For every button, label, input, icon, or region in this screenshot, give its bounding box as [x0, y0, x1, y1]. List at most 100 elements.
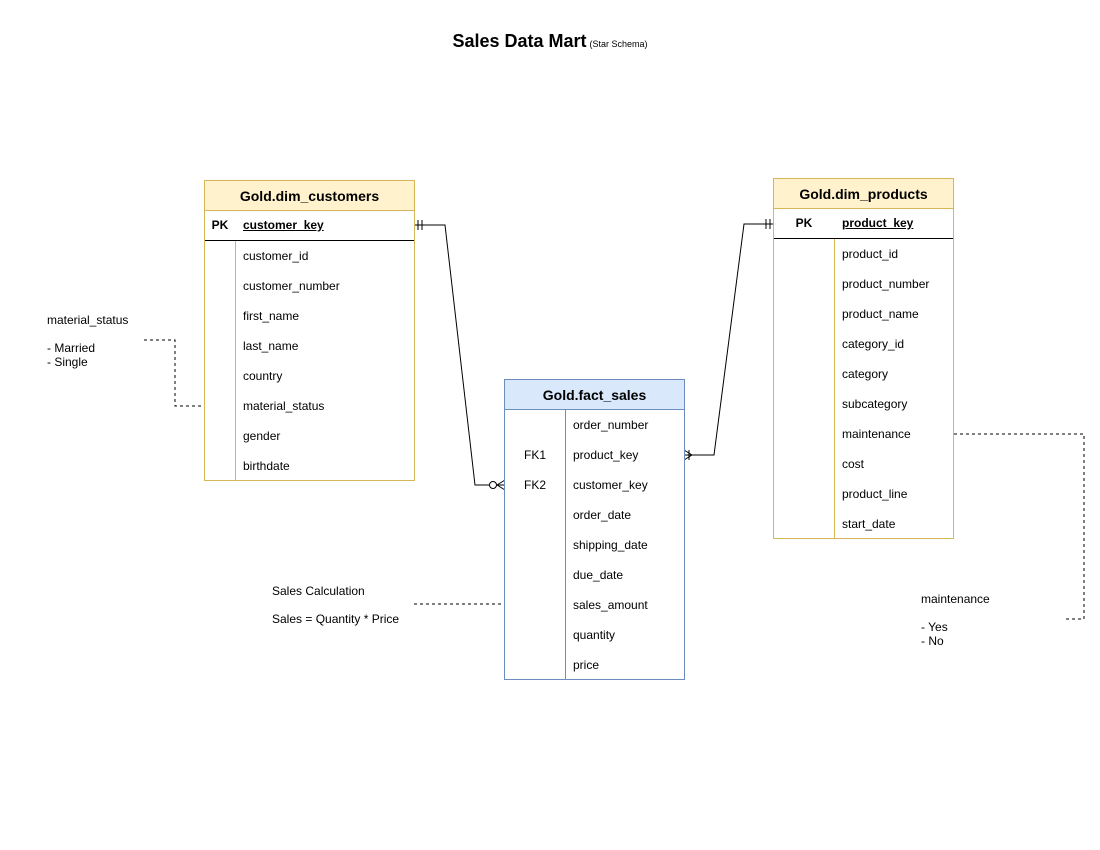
field-name: product_key — [573, 448, 639, 462]
table-row: product_number — [774, 269, 953, 299]
pk-label: PK — [211, 218, 229, 232]
fact-zero-mark — [489, 481, 497, 489]
dim-products-pk-row: PK product_key — [774, 209, 953, 239]
table-row: material_status — [205, 391, 414, 421]
field-name: product_number — [842, 277, 930, 291]
field-name: product_line — [842, 487, 908, 501]
material-status-note: material_status - Married - Single — [47, 313, 128, 369]
table-row: shipping_date — [505, 530, 684, 560]
field-name: order_number — [573, 418, 649, 432]
table-row: sales_amount — [505, 590, 684, 620]
fact-sales-table[interactable]: Gold.fact_sales order_number FK1 product_… — [504, 379, 685, 680]
table-row: cost — [774, 449, 953, 479]
column-divider — [834, 239, 835, 539]
diagram-title-sub: (Star Schema) — [589, 39, 648, 49]
field-name: sales_amount — [573, 598, 648, 612]
table-row: product_line — [774, 479, 953, 509]
table-row: customer_id — [205, 241, 414, 271]
field-name: first_name — [243, 309, 300, 323]
note-formula: Sales = Quantity * Price — [272, 612, 400, 626]
pk-field: product_key — [842, 216, 914, 230]
fact-sales-header: Gold.fact_sales — [505, 380, 684, 410]
field-name: customer_number — [243, 279, 340, 293]
key-label: FK1 — [523, 448, 546, 462]
field-name: quantity — [573, 628, 616, 642]
note-title: Sales Calculation — [272, 584, 365, 598]
field-name: subcategory — [842, 397, 908, 411]
table-row: subcategory — [774, 389, 953, 419]
dim-products-table[interactable]: Gold.dim_products PK product_key product… — [773, 178, 954, 539]
field-name: gender — [243, 429, 281, 443]
field-name: product_name — [842, 307, 919, 321]
table-row: product_name — [774, 299, 953, 329]
table-row: start_date — [774, 509, 953, 539]
table-row: quantity — [505, 620, 684, 650]
field-name: cost — [842, 457, 865, 471]
key-label: FK2 — [523, 478, 546, 492]
dim-products-fields: product_id product_number product_name c… — [774, 239, 953, 539]
note-item: - Married — [47, 341, 96, 355]
table-row: price — [505, 650, 684, 680]
dim-customers-table[interactable]: Gold.dim_customers PK customer_key custo… — [204, 180, 415, 481]
table-row: category_id — [774, 329, 953, 359]
dim-customers-header: Gold.dim_customers — [205, 181, 414, 211]
note-title: material_status — [47, 313, 129, 327]
field-name: last_name — [243, 339, 299, 353]
field-name: maintenance — [842, 427, 911, 441]
key-label — [505, 530, 565, 560]
field-name: product_id — [842, 247, 899, 261]
key-label — [505, 590, 565, 620]
table-row: birthdate — [205, 451, 414, 481]
table-row: due_date — [505, 560, 684, 590]
field-name: country — [243, 369, 283, 383]
table-row: order_number — [505, 410, 684, 440]
fact-sales-fields: order_number FK1 product_key FK2 customer_… — [505, 410, 684, 680]
table-row: gender — [205, 421, 414, 451]
table-row: FK1 product_key — [505, 440, 684, 470]
note-title: maintenance — [921, 592, 990, 606]
field-name: birthdate — [243, 459, 290, 473]
table-row: maintenance — [774, 419, 953, 449]
field-name: customer_key — [573, 478, 648, 492]
dim-customers-fields: customer_id customer_number first_name l… — [205, 241, 414, 481]
fact-crowfoot-customers — [496, 479, 506, 491]
pk-label: PK — [795, 216, 813, 230]
table-row: last_name — [205, 331, 414, 361]
field-name: customer_id — [243, 249, 309, 263]
field-name: category_id — [842, 337, 905, 351]
pk-field: customer_key — [243, 218, 324, 232]
sales-calculation-note: Sales Calculation Sales = Quantity * Pri… — [272, 584, 399, 626]
field-name: shipping_date — [573, 538, 648, 552]
table-row: product_id — [774, 239, 953, 269]
fact-crowfoot-products — [683, 449, 693, 461]
table-row: category — [774, 359, 953, 389]
field-name: category — [842, 367, 889, 381]
key-label — [505, 410, 565, 440]
dim-products-header: Gold.dim_products — [774, 179, 953, 209]
note-item: - No — [921, 634, 944, 648]
customers-fact-relationship — [414, 224, 505, 486]
key-label — [505, 560, 565, 590]
maintenance-note-link — [954, 433, 1085, 620]
diagram-title-main: Sales Data Mart — [452, 31, 587, 51]
field-name: order_date — [573, 508, 632, 522]
column-divider — [565, 410, 566, 680]
table-row: first_name — [205, 301, 414, 331]
field-name: start_date — [842, 517, 896, 531]
table-row: order_date — [505, 500, 684, 530]
table-row: customer_number — [205, 271, 414, 301]
key-label — [505, 620, 565, 650]
key-label — [505, 650, 565, 680]
field-name: material_status — [243, 399, 325, 413]
column-divider — [235, 241, 236, 481]
note-item: - Yes — [921, 620, 948, 634]
field-name: due_date — [573, 568, 624, 582]
diagram-title: Sales Data Mart(Star Schema) — [0, 31, 1100, 52]
note-item: - Single — [47, 355, 88, 369]
table-row: FK2 customer_key — [505, 470, 684, 500]
table-row: country — [205, 361, 414, 391]
dim-customers-pk-row: PK customer_key — [205, 211, 414, 241]
material-status-note-link — [144, 339, 205, 407]
key-label — [505, 500, 565, 530]
